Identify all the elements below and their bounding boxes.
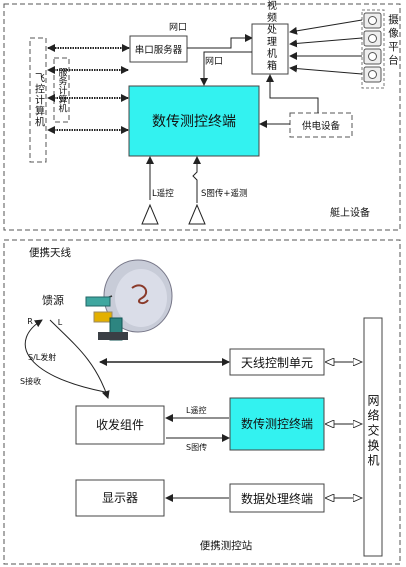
sl-tx-label: S/L发射	[28, 352, 56, 362]
l-antenna-icon	[141, 203, 159, 225]
serial-server-label: 串口服务器	[135, 44, 183, 56]
s-antenna-icon	[188, 203, 206, 225]
serial-server-box	[129, 35, 188, 63]
video-box-label: 视频处理机箱	[265, 0, 277, 72]
mission-computer-label: 服务计算机	[57, 67, 68, 113]
s-rx-curve	[49, 319, 110, 399]
l-remote-label: L遥控	[186, 405, 206, 415]
main-terminal-label: 数传测控终端	[152, 114, 236, 130]
camera-link-line	[289, 64, 363, 75]
camera-icon	[363, 12, 382, 29]
s-link-line	[192, 156, 201, 203]
camera-platform-frame	[361, 9, 385, 89]
s-image-label: S图传	[186, 442, 207, 452]
portable-antenna-label: 便携天线	[29, 246, 71, 259]
power-supply-label: 供电设备	[302, 120, 341, 132]
flight-computer-label: 飞控计算机	[33, 73, 45, 128]
video-terminal-net-line	[200, 51, 252, 86]
power-to-video-line	[266, 74, 319, 113]
antenna-control-box	[229, 348, 325, 376]
s-link-label: S图传+遥测	[201, 188, 248, 199]
polarization-r-label: R	[27, 317, 33, 326]
display-label: 显示器	[102, 491, 138, 505]
antenna-dish-icon	[85, 259, 173, 341]
s-rx-label: S接收	[20, 376, 41, 386]
main-terminal-box	[128, 85, 260, 157]
camera-icons	[363, 12, 382, 83]
mission-computer-box	[53, 57, 70, 123]
camera-link-line	[289, 37, 363, 48]
network-switch-label: 网络交换机	[366, 394, 380, 469]
antenna-control-label: 天线控制单元	[241, 356, 313, 370]
network-switch-box	[363, 317, 383, 557]
sl-tx-curve	[24, 319, 106, 393]
transceiver-label: 收发组件	[96, 417, 144, 432]
power-supply-box	[289, 112, 353, 138]
feed-label: 馈源	[42, 293, 64, 307]
camera-icon	[363, 66, 382, 83]
ground-terminal-box	[229, 397, 325, 451]
ground-station-frame	[3, 239, 401, 565]
polarization-l-label: L	[58, 318, 63, 327]
camera-platform-label: 摄像平台	[387, 13, 399, 68]
flight-computer-box	[29, 37, 47, 163]
net-port-label-2: 网口	[205, 56, 223, 67]
serial-server-net-line	[187, 34, 253, 49]
onboard-equipment-label: 艇上设备	[330, 206, 370, 219]
camera-link-line	[289, 19, 363, 35]
data-processing-box	[229, 483, 325, 513]
display-box	[75, 479, 165, 517]
transceiver-box	[75, 405, 165, 445]
net-port-label-1: 网口	[169, 22, 187, 33]
camera-icon	[363, 48, 382, 65]
onboard-equipment-frame	[3, 3, 401, 231]
l-control-label: L遥控	[152, 188, 174, 199]
ground-station-label: 便携测控站	[200, 539, 253, 552]
camera-icon	[363, 30, 382, 47]
data-processing-label: 数据处理终端	[241, 491, 313, 506]
ground-terminal-label: 数传测控终端	[241, 416, 313, 431]
